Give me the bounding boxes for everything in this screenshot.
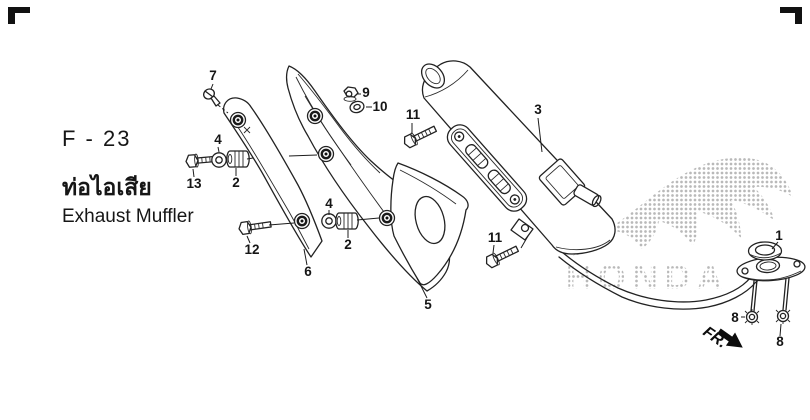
callout-13: 13 [186, 176, 202, 191]
callout-2-lower: 2 [344, 237, 352, 252]
pipe-flange [736, 256, 806, 312]
callout-3: 3 [534, 102, 542, 117]
honda-watermark-text: HONDA [566, 258, 729, 297]
screw-7 [203, 88, 229, 114]
callout-12: 12 [244, 242, 259, 257]
muffler-slotted-plate [446, 124, 528, 212]
leader-lines [192, 83, 782, 337]
callout-7: 7 [209, 68, 217, 83]
collar-2-lower [335, 212, 359, 230]
page-code: F - 23 [62, 126, 132, 151]
page-title-thai: ท่อไอเสีย [62, 174, 152, 200]
nut-9 [343, 86, 359, 102]
callout-2-upper: 2 [232, 175, 240, 190]
collar-2-upper [226, 150, 250, 168]
corner-mark-left [8, 7, 30, 24]
exhaust-pipe [552, 243, 767, 310]
corner-mark-right [780, 7, 802, 24]
honda-wing-watermark: HONDA [566, 157, 793, 297]
callout-labels: 7 9 10 11 3 13 4 2 12 4 2 6 5 11 1 8 8 [186, 68, 784, 349]
washer-4-upper [211, 152, 227, 168]
callout-9: 9 [362, 85, 370, 100]
callout-4-upper: 4 [214, 132, 222, 147]
muffler-hanger-bracket [538, 158, 602, 208]
callout-1: 1 [775, 228, 783, 243]
exhaust-gasket [747, 241, 783, 261]
callout-5: 5 [424, 297, 432, 312]
flange-nut-left [744, 309, 760, 325]
page-title-english: Exhaust Muffler [62, 206, 194, 227]
bolt-11-lower [485, 245, 520, 269]
fr-arrow-icon [717, 328, 743, 348]
bolt-12 [238, 220, 272, 236]
callout-8-right: 8 [776, 334, 784, 349]
flange-nut-right [775, 308, 791, 324]
washer-4-lower [321, 213, 337, 229]
callout-10: 10 [372, 99, 387, 114]
muffler-outer-cover [285, 65, 469, 292]
muffler-body [420, 60, 616, 255]
washer-10 [349, 100, 365, 114]
callout-8-left: 8 [731, 310, 739, 325]
muffler-mount-tab [510, 218, 534, 241]
muffler-inner-shield [222, 97, 323, 258]
callout-6: 6 [304, 264, 312, 279]
callout-11-upper: 11 [406, 107, 421, 122]
bolt-11-upper [403, 125, 438, 149]
callout-4-lower: 4 [325, 196, 333, 211]
callout-11-lower: 11 [488, 230, 503, 245]
front-direction-indicator: FR. [700, 323, 743, 352]
